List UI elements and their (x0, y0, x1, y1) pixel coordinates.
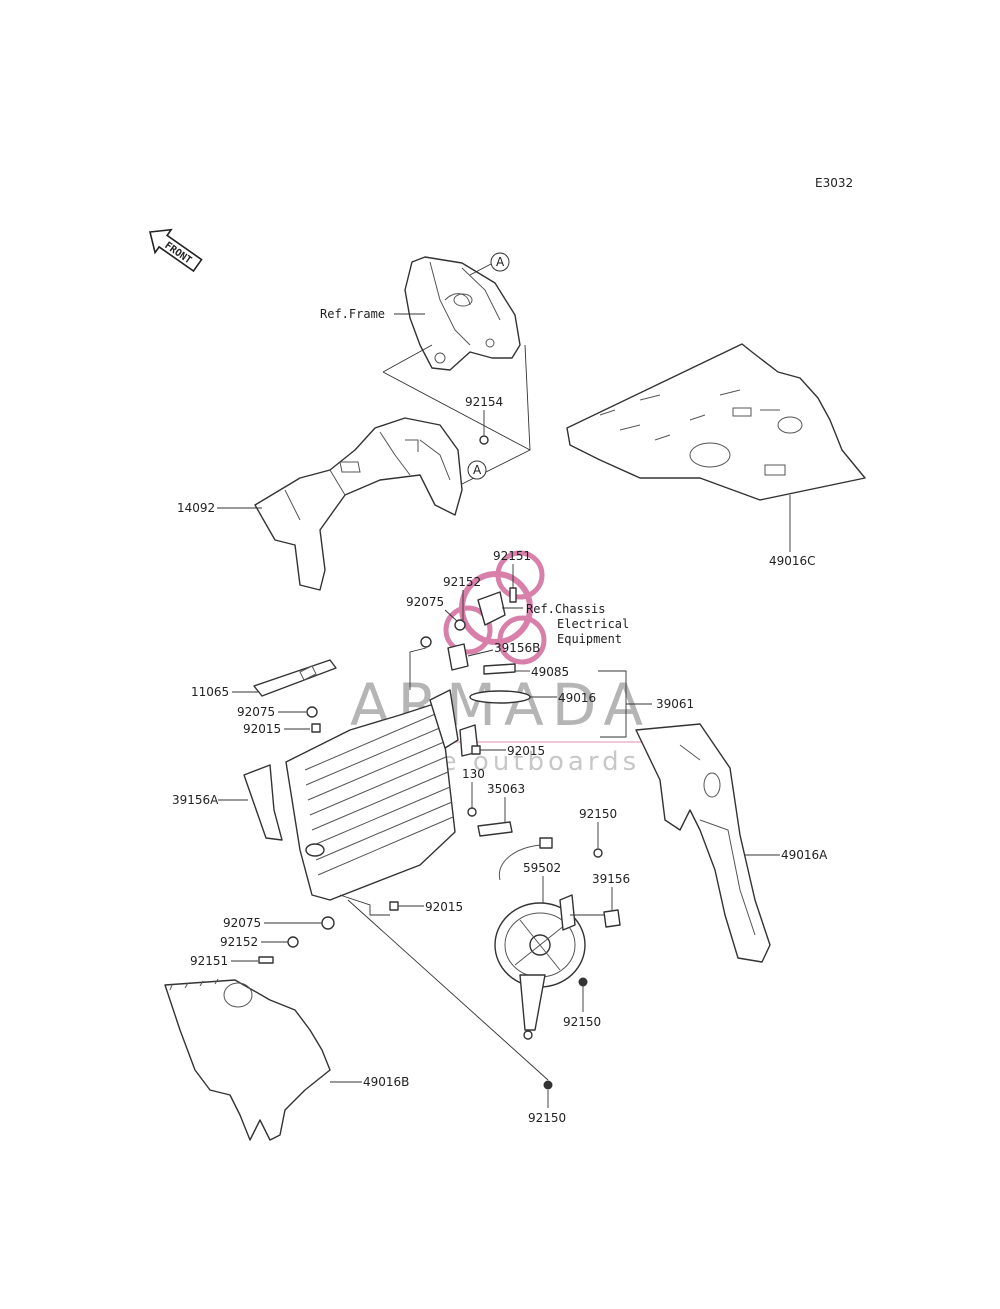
bracket-chassis (477, 591, 506, 626)
callout-92152-low: 92152 (220, 935, 258, 949)
shroud-49016B (164, 978, 331, 1141)
front-arrow-icon: FRONT (149, 228, 203, 273)
shroud-49016A (635, 723, 771, 963)
guard-39156A (243, 764, 283, 841)
bolt-92151-low (258, 956, 274, 964)
callout-92075-low: 92075 (223, 916, 261, 930)
bracket-11065 (253, 659, 337, 697)
callout-11065: 11065 (191, 685, 229, 699)
ref-electrical-label: Electrical (557, 617, 629, 631)
washer-92075-top (454, 619, 466, 631)
marker-a-top (490, 252, 510, 272)
cover-14092 (254, 417, 463, 591)
nut-92075-low (321, 916, 335, 930)
clamp-35063 (477, 821, 513, 837)
nut-92015-low (389, 901, 399, 911)
callout-49016B: 49016B (363, 1075, 409, 1089)
callout-39156: 39156 (592, 872, 630, 886)
callout-92075-mid: 92075 (237, 705, 275, 719)
callout-92154: 92154 (465, 395, 503, 409)
ref-frame-label: Ref.Frame (320, 307, 385, 321)
bolt-92154 (479, 435, 489, 445)
callout-49085: 49085 (531, 665, 569, 679)
nut-92150-b (578, 977, 588, 987)
damper-39156B (447, 643, 469, 671)
marker-a-bottom (467, 460, 487, 480)
panel-49016C (566, 343, 866, 501)
callout-92150-b: 92150 (563, 1015, 601, 1029)
marker-a-bottom-label: A (473, 463, 482, 477)
callout-92015-mid: 92015 (507, 744, 545, 758)
nut-92150-a (593, 848, 603, 858)
nut-92075-mid (306, 706, 318, 718)
bolt-92151-top (509, 587, 517, 603)
callout-39156A: 39156A (172, 793, 219, 807)
callout-92150-c: 92150 (528, 1111, 566, 1125)
plate-49016 (469, 690, 531, 704)
nut-92075-upper (420, 636, 432, 648)
radiator-core (285, 689, 479, 901)
callout-92151-top: 92151 (493, 549, 531, 563)
ref-equipment-label: Equipment (557, 632, 622, 646)
callout-130: 130 (462, 767, 485, 781)
callout-39156B: 39156B (494, 641, 540, 655)
callout-92075-top: 92075 (406, 595, 444, 609)
callout-49016C: 49016C (769, 554, 816, 568)
nut-92150-c (543, 1080, 553, 1090)
callout-92151-low: 92151 (190, 954, 228, 968)
callout-92015-low: 92015 (425, 900, 463, 914)
callout-49016: 49016 (558, 691, 596, 705)
callout-35063: 35063 (487, 782, 525, 796)
callout-92150-a: 92150 (579, 807, 617, 821)
cooling-fan-59502 (494, 837, 586, 1031)
clip-49085 (483, 663, 516, 675)
watermark-logo (443, 550, 547, 665)
washer-92152-low (287, 936, 299, 948)
fan-mount-bolt (523, 1030, 533, 1040)
callout-49016A: 49016A (781, 848, 828, 862)
nut-92015-left (311, 723, 321, 733)
callout-59502: 59502 (523, 861, 561, 875)
callout-92015-left: 92015 (243, 722, 281, 736)
bolt-130 (467, 807, 477, 817)
callout-92152-top: 92152 (443, 575, 481, 589)
marker-a-top-label: A (496, 255, 505, 269)
ref-chassis-label: Ref.Chassis (526, 602, 605, 616)
callout-14092: 14092 (177, 501, 215, 515)
diagram-code: E3032 (815, 176, 853, 190)
nut-92015-mid (471, 745, 481, 755)
callout-39061: 39061 (656, 697, 694, 711)
damper-39156 (603, 909, 621, 928)
frame-reference-part (404, 256, 521, 371)
